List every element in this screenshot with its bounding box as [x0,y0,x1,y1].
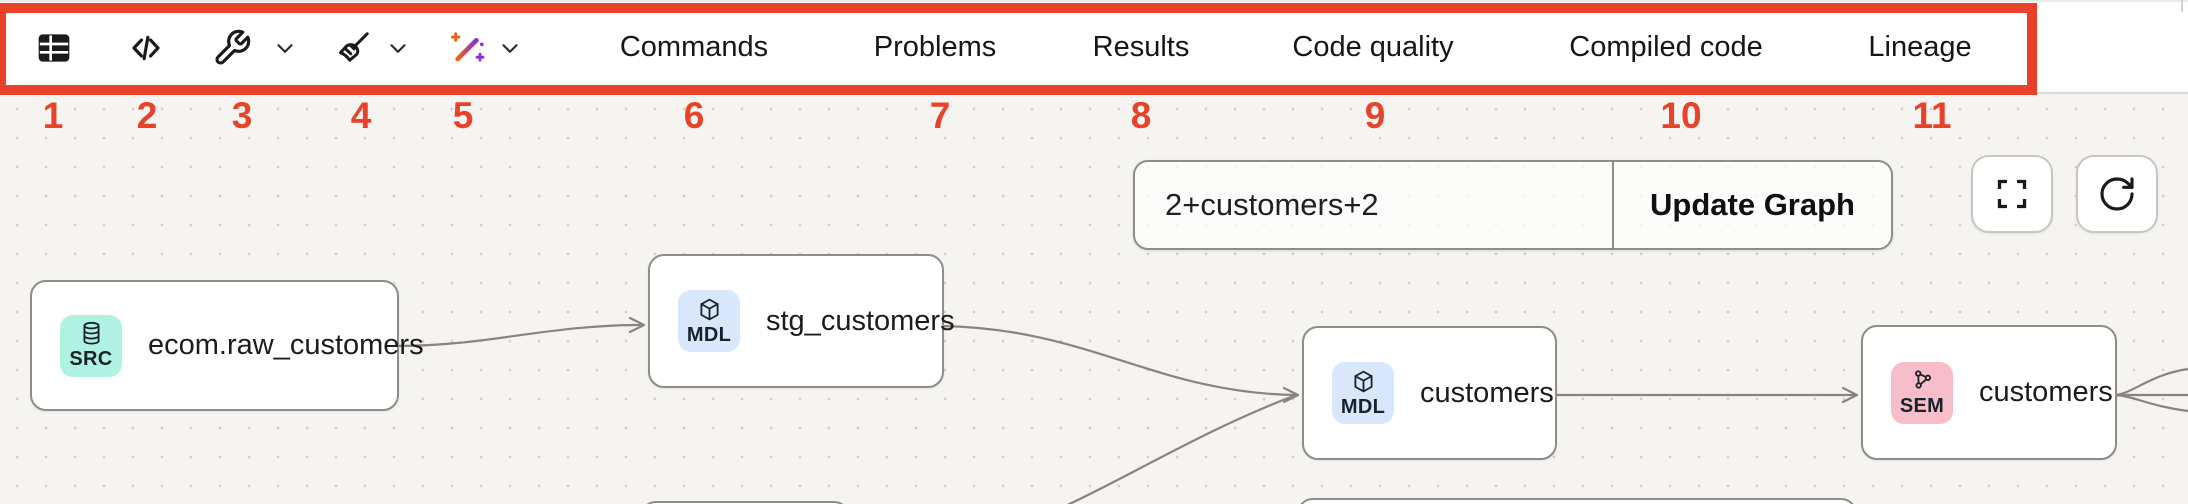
annotation-number: 5 [452,95,474,136]
broom-icon [339,32,369,62]
annotation-number: 8 [1130,95,1152,136]
tab-lineage[interactable]: Lineage [1868,30,1972,63]
edge-offscreen-to-customers [1066,393,1298,504]
badge-label: SRC [69,348,113,370]
panel-edge-divider [2181,0,2183,12]
lineage-node-ecom-raw-customers[interactable]: SRC ecom.raw_customers [30,280,424,411]
annotation-number: 3 [231,95,253,136]
arrowhead-icon [628,316,646,334]
graph-query-bar: Update Graph [1133,160,1893,250]
database-icon [83,321,99,345]
annotation-number: 11 [1912,95,1952,136]
node-label: customers [1420,376,1554,409]
source-badge: SRC [60,314,122,377]
model-badge: MDL [678,290,740,352]
annotation-number: 7 [929,95,951,136]
badge-label: SEM [1899,395,1945,417]
table-icon [38,34,70,62]
annotation-number: 10 [1660,95,1702,136]
edge-sem-to-offscreen-up [2111,367,2188,397]
graph-query-input[interactable] [1135,162,1614,248]
cube-icon [700,298,718,320]
lineage-node-stg-customers[interactable]: MDL stg_customers [648,254,955,388]
chevron-down-icon [502,44,518,53]
annotation-number: 4 [350,95,372,136]
tab-problems[interactable]: Problems [873,30,997,63]
wrench-icon [215,29,251,65]
annotation-number: 9 [1364,95,1386,136]
cube-icon [1354,370,1372,392]
lineage-canvas[interactable]: 1 2 3 4 5 6 7 8 9 10 11 Update Graph [0,92,2188,504]
badge-label: MDL [686,323,732,346]
fullscreen-icon [1997,179,2027,209]
broom-button[interactable] [327,22,379,74]
model-badge: MDL [1332,362,1394,424]
tab-commands[interactable]: Commands [619,30,769,63]
magic-wand-button[interactable] [442,22,494,74]
tab-code-quality[interactable]: Code quality [1292,30,1454,63]
editor-toolbar: Commands Problems Results Code quality C… [0,0,2188,94]
node-label: ecom.raw_customers [148,329,424,361]
wrench-button[interactable] [206,22,258,74]
lineage-node-customers-model[interactable]: MDL customers [1302,326,1557,460]
lineage-edges [393,316,2188,504]
node-label: stg_customers [766,304,955,337]
edge-stg-to-customers [938,324,1298,397]
update-graph-button[interactable]: Update Graph [1650,187,1855,222]
annotation-number: 1 [42,95,64,136]
tab-compiled-code[interactable]: Compiled code [1569,30,1763,63]
arrowhead-icon [1282,386,1300,404]
fullscreen-button[interactable] [1971,155,2053,233]
tab-results[interactable]: Results [1092,30,1190,63]
annotation-number: 2 [136,95,158,136]
annotation-number: 6 [683,95,705,136]
wrench-dropdown-button[interactable] [270,33,300,63]
refresh-button[interactable] [2076,155,2158,233]
chevron-down-icon [277,44,293,53]
semantic-badge: SEM [1891,361,1953,424]
code-button[interactable] [120,22,172,74]
edge-src-to-stg [393,323,644,348]
semantic-graph-icon [1914,370,1931,389]
refresh-icon [2100,177,2134,211]
lineage-node-partial[interactable] [1297,498,1857,504]
edge-sem-to-offscreen-down [2111,393,2188,413]
magic-wand-icon [450,32,485,62]
broom-dropdown-button[interactable] [383,33,413,63]
arrowhead-icon [1841,386,1859,404]
magic-wand-dropdown-button[interactable] [495,33,525,63]
badge-label: MDL [1340,395,1386,418]
code-icon [132,35,160,61]
table-button[interactable] [28,22,80,74]
lineage-node-customers-semantic[interactable]: SEM customers [1861,325,2117,460]
chevron-down-icon [390,44,406,53]
node-label: customers [1979,376,2113,408]
